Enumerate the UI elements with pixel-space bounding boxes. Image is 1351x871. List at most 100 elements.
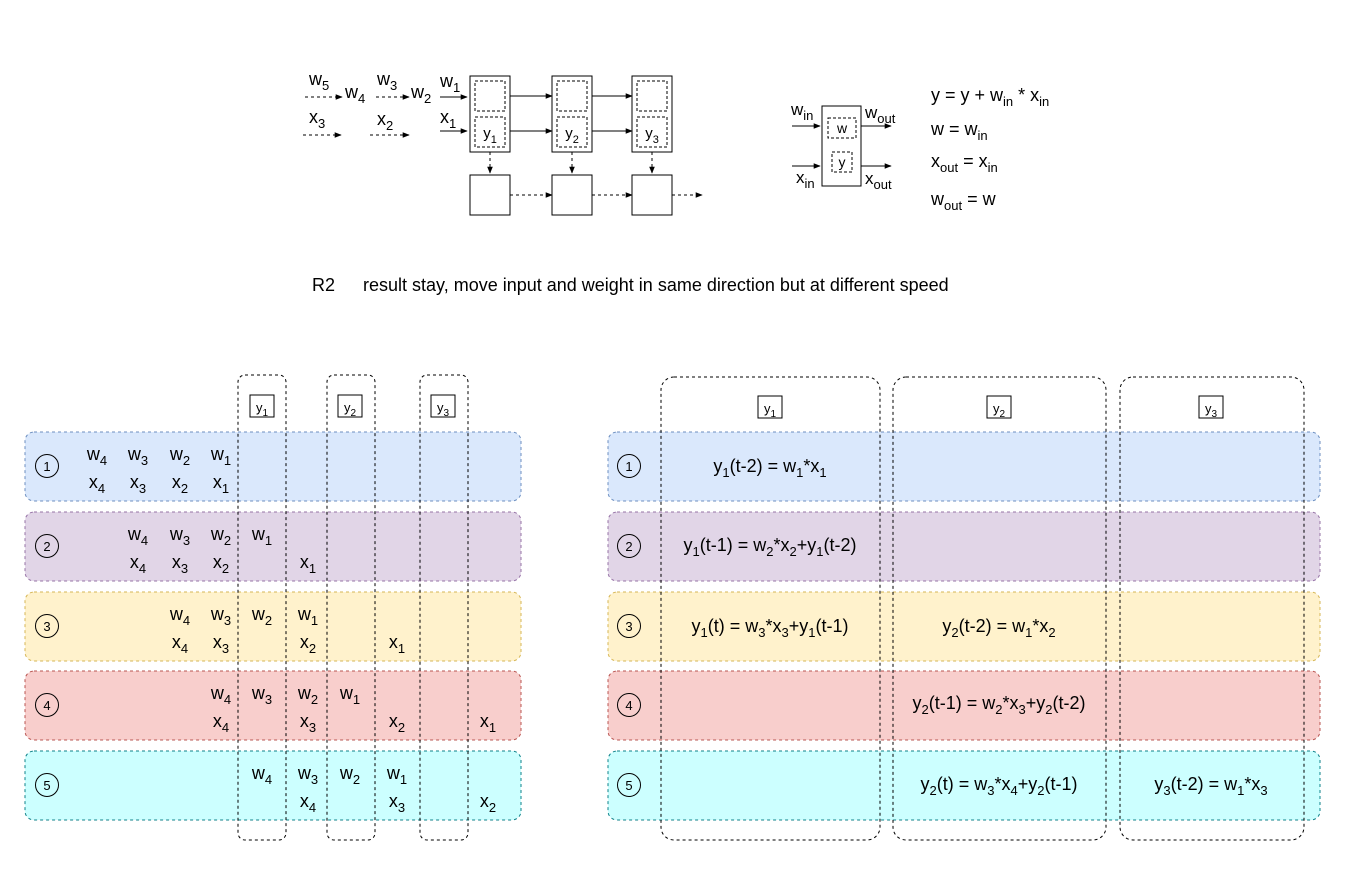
w-stream-label: w5 [308,69,329,93]
step-number: 5 [43,778,50,793]
input-symbol: x4 [130,552,146,576]
column-header-box [757,395,783,419]
output-box [469,174,511,216]
w-out-label: wout [864,103,896,126]
input-symbol: x1 [300,552,316,576]
computation-cell: y1(t) = w3*x3+y1(t-1) [692,616,849,640]
step-row-band [607,511,1321,582]
equation: w = win [930,119,988,143]
weight-symbol: w1 [210,444,231,468]
caption-text: result stay, move input and weight in sa… [363,275,949,295]
input-symbol: x1 [389,632,405,656]
step-number: 3 [43,619,50,634]
weight-symbol: w4 [210,683,231,707]
pe-column-outline [237,374,287,841]
column-header-box [337,394,363,418]
pe-result-register [556,116,588,148]
column-header-box [430,394,456,418]
step-marker [617,534,641,558]
w-stream-label: w4 [344,82,365,106]
input-symbol: x2 [300,632,316,656]
w-register-label: w [836,120,848,136]
input-symbol: x3 [172,552,188,576]
weight-symbol: w3 [297,763,318,787]
step-number: 4 [625,698,632,713]
w-in-label: win [790,100,813,123]
step-marker [35,614,59,638]
step-marker [617,454,641,478]
x-in-label: xin [796,168,815,191]
input-symbol: x2 [389,711,405,735]
output-box [551,174,593,216]
column-header: y3 [437,400,450,419]
pe-weight-register [556,80,588,112]
weight-symbol: w2 [210,524,231,548]
input-symbol: x2 [213,552,229,576]
step-row-band [24,431,522,502]
column-header-box [249,394,275,418]
input-symbol: x4 [213,711,229,735]
input-symbol: x4 [172,632,188,656]
weight-symbol: w4 [251,763,272,787]
step-number: 4 [43,698,50,713]
step-marker [35,693,59,717]
pe-weight-register [636,80,668,112]
weight-symbol: w1 [339,683,360,707]
x-stream-label: x3 [309,107,325,131]
pe-column-outline [419,374,469,841]
equation: y = y + win * xin [931,85,1049,109]
column-header: y1 [256,400,269,419]
pe-cell [821,105,862,187]
output-box [631,174,673,216]
pe-column-outline [660,376,881,841]
computation-cell: y2(t) = w3*x4+y2(t-1) [921,774,1078,798]
weight-symbol: w3 [169,524,190,548]
step-row-band [24,511,522,582]
input-symbol: x4 [300,791,316,815]
column-header: y2 [993,401,1006,420]
computation-cell: y3(t-2) = w1*x3 [1154,774,1267,798]
step-number: 5 [625,778,632,793]
computation-cell: y1(t-1) = w2*x2+y1(t-2) [684,535,857,559]
step-number: 1 [43,459,50,474]
weight-symbol: w3 [251,683,272,707]
column-header: y3 [1205,401,1218,420]
input-symbol: x3 [130,472,146,496]
weight-symbol: w4 [86,444,107,468]
step-number: 2 [43,539,50,554]
pe-column-outline [1119,376,1305,841]
x-stream-label: x2 [377,109,393,133]
input-symbol: x1 [480,711,496,735]
x-out-label: xout [865,169,892,192]
weight-symbol: w1 [297,604,318,628]
step-marker [35,773,59,797]
column-header: y1 [764,401,777,420]
step-row-band [607,431,1321,502]
column-header-box [1198,395,1224,419]
step-marker [617,773,641,797]
step-row-band [24,591,522,662]
computation-cell: y1(t-2) = w1*x1 [713,456,826,480]
computation-cell: y2(t-1) = w2*x3+y2(t-2) [913,693,1086,717]
step-row-band [607,670,1321,741]
caption: R2 result stay, move input and weight in … [312,275,949,295]
input-symbol: x1 [213,472,229,496]
weight-symbol: w2 [169,444,190,468]
w-stream-label: w1 [439,71,460,95]
pe-result-register [636,116,668,148]
weight-symbol: w3 [127,444,148,468]
pe-column-outline [892,376,1107,841]
column-header: y2 [344,400,357,419]
caption-id: R2 [312,275,335,295]
pe-result-label: y3 [645,125,659,146]
pe-result-label: y2 [565,125,579,146]
step-number: 2 [625,539,632,554]
input-symbol: x2 [480,791,496,815]
input-symbol: x2 [172,472,188,496]
pe-result-register [474,116,506,148]
input-symbol: x3 [389,791,405,815]
